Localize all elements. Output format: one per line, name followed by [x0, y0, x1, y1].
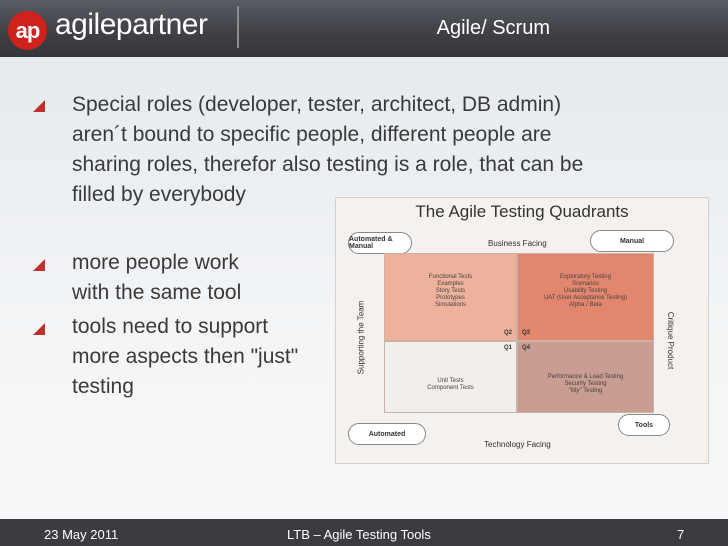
bullet-line: Special roles (developer, tester, archit… [72, 93, 562, 116]
footer-date: 23 May 2011 [44, 527, 119, 542]
quadrant-item: Security Testing [564, 381, 607, 387]
quadrant-q3: Exploratory Testing Scenarios Usability … [517, 253, 654, 341]
cloud-automated-manual: Automated & Manual [348, 232, 412, 254]
bullet-line: with the same tool [72, 281, 242, 304]
quadrant-item: Performance & Load Testing [547, 374, 624, 380]
axis-label-top: Business Facing [488, 239, 547, 248]
quadrant-id-q4: Q4 [522, 345, 531, 351]
quadrant-id-q2: Q2 [504, 330, 513, 336]
quadrant-item: "ility" Testing [568, 388, 603, 394]
quadrant-q4: Performance & Load Testing Security Test… [517, 341, 654, 413]
quadrant-item: UAT (User Acceptance Testing) [543, 295, 628, 301]
bullet-line: testing [72, 375, 134, 398]
bullet-marker [33, 100, 45, 112]
bullet-marker [33, 323, 45, 335]
bullet-text: tools need to support more aspects then … [72, 312, 298, 402]
footer-title: LTB – Agile Testing Tools [287, 527, 431, 542]
slide-footer: 23 May 2011 LTB – Agile Testing Tools 7 [0, 519, 728, 546]
axis-label-bottom: Technology Facing [484, 440, 551, 449]
bullet-text: more people work with the same tool [72, 248, 241, 308]
slide-header: ap agilepartner Agile/ Scrum [0, 0, 728, 57]
quadrant-id-q3: Q3 [522, 330, 531, 336]
quadrant-item: Story Tests [435, 288, 466, 294]
bullet-line: aren´t bound to specific people, differe… [72, 123, 552, 146]
axis-label-right: Critique Product [666, 311, 676, 370]
page-number: 7 [677, 527, 685, 542]
quadrant-item: Exploratory Testing [560, 274, 611, 280]
agile-testing-quadrants-figure: The Agile Testing Quadrants Automated & … [335, 197, 709, 464]
bullet-line: sharing roles, therefor also testing is … [72, 153, 584, 176]
logo-text: agilepartner [55, 8, 208, 41]
quadrant-q2: Functional Tests Examples Story Tests Pr… [384, 253, 517, 341]
logo-mark: ap [8, 11, 47, 50]
quadrant-item: Simulations [434, 302, 466, 308]
cloud-tools: Tools [618, 414, 670, 436]
bullet-line: more people work [72, 251, 239, 274]
quadrant-item: Unit Tests [437, 378, 464, 384]
bullet-line: filled by everybody [72, 183, 246, 206]
quadrant-item: Functional Tests [428, 274, 473, 280]
cloud-manual: Manual [590, 230, 674, 252]
cloud-automated: Automated [348, 423, 426, 445]
bullet-line: tools need to support [72, 315, 269, 338]
bullet-line: more aspects then "just" [72, 345, 299, 368]
bullet-marker [33, 259, 45, 271]
figure-title: The Agile Testing Quadrants [415, 202, 629, 221]
quadrant-item: Alpha / Beta [569, 302, 602, 308]
quadrant-item: Scenarios [572, 281, 599, 287]
slide-section-title: Agile/ Scrum [436, 17, 550, 39]
axis-label-left: Supporting the Team [356, 300, 366, 375]
quadrant-item: Usability Testing [563, 288, 608, 294]
quadrant-item: Component Tests [427, 385, 474, 391]
bullet-text: Special roles (developer, tester, archit… [72, 90, 583, 210]
quadrant-item: Examples [437, 281, 464, 287]
quadrant-q1: Unit Tests Component Tests [384, 341, 517, 413]
quadrant-item: Prototypes [436, 295, 465, 301]
header-divider [237, 6, 239, 48]
quadrant-id-q1: Q1 [504, 345, 513, 351]
